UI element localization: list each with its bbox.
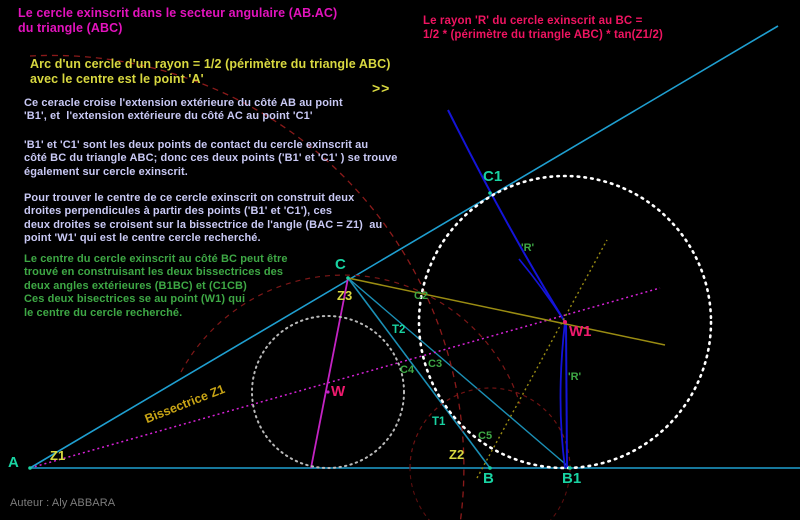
arc-note-line-2: avec le centre est le point 'A' [30,72,204,87]
label-point-C4: C4 [400,364,415,376]
label-point-W: W [331,383,346,400]
circle-incircle-W [251,315,405,469]
para4-line-4: Ces deux bisectrices se au point (W1) qu… [24,293,246,306]
formula-line-2: 1/2 * (périmètre du triangle ABC) * tan(… [423,29,663,42]
segment-radius-upper [518,258,566,323]
para3-line-1: Pour trouver le centre de ce cercle exin… [24,192,355,204]
point-B1-dot [568,466,572,470]
chevron-marker-icon: >> [372,80,391,96]
point-C-dot [346,276,350,280]
para4-line-2: trouvé en construisant les deux bissectr… [24,266,284,279]
paragraph-2: 'B1' et 'C1' sont les deux points de con… [24,139,398,179]
para2-line-2: côté BC du triangle ABC; donc ces deux p… [24,152,398,165]
title-line-1: Le cercle exinscrit dans le secteur angu… [18,6,338,20]
circle-excircle-W1 [417,174,713,470]
para3-line-3: deux droites se croisent sur la bissectr… [24,218,383,231]
formula-line-1: Le rayon 'R' du cercle exinscrit au BC = [423,15,643,27]
page-title: Le cercle exinscrit dans le secteur angu… [18,6,337,37]
point-W1-dot [563,320,567,324]
point-W-dot [326,390,330,394]
label-angle-Z3: Z3 [337,288,353,303]
point-C1-dot [488,191,492,195]
para4-line-5: le centre du cercle recherché. [24,306,183,319]
para2-line-1: 'B1' et 'C1' sont les deux points de con… [24,139,369,151]
arc-note-line-1: Arc d'un cercle d'un rayon = 1/2 (périmè… [30,57,391,71]
point-B-dot [488,466,492,470]
arc-perpendicular-to-B1 [559,321,566,469]
label-point-C3: C3 [428,358,443,370]
para4-line-1: Le centre du cercle exinscrit au côté BC… [24,253,288,265]
line-bissectrice-Z3 [310,277,349,469]
title-line-2: du triangle (ABC) [18,21,123,36]
label-radius-upper: 'R' [521,242,535,254]
para1-line-1: Ce ceracle croise l'extension extérieure… [24,97,343,109]
radius-formula: Le rayon 'R' du cercle exinscrit au BC =… [423,14,663,42]
arc-centered-C [180,274,521,405]
label-angle-Z1: Z1 [50,448,66,463]
paragraph-3: Pour trouver le centre de ce cercle exin… [24,192,382,246]
arc-note: Arc d'un cercle d'un rayon = 1/2 (périmè… [30,57,391,88]
segment-radius-lower [565,321,568,469]
line-side-BC [347,277,491,469]
paragraph-4: Le centre du cercle exinscrit au côté BC… [24,253,288,320]
paragraph-1: Ce ceracle croise l'extension extérieure… [24,97,343,124]
label-point-B: B [483,470,494,487]
label-point-B1: B1 [562,470,582,487]
label-point-W1: W1 [569,323,592,340]
line-bissectrice-Z1 [29,287,661,469]
label-point-C2: C2 [414,290,429,302]
label-point-C: C [335,256,346,273]
label-angle-Z2: Z2 [449,447,465,462]
para2-line-3: également sur cercle exinscrit. [24,165,188,178]
para3-line-2: droites perpendicules à partir des point… [24,205,333,218]
label-point-T1: T1 [432,416,446,428]
line-ray-AC-extended [29,25,779,469]
arc-semi-perimeter-centered-A [29,54,465,520]
label-point-A: A [8,454,19,471]
para4-line-3: deux angles extérieures (B1BC) et (C1CB) [24,279,247,292]
label-point-T2: T2 [392,324,406,336]
line-external-bisector-C [347,277,666,346]
label-radius-lower: 'R' [568,371,582,383]
point-A-dot [28,466,32,470]
para3-line-4: point 'W1' qui est le centre cercle rech… [24,232,261,245]
line-external-bisector-B [476,239,608,479]
para1-line-2: 'B1', et l'extension extérieure du côté … [24,110,313,123]
label-point-C1: C1 [483,168,503,185]
label-point-C5: C5 [478,430,493,442]
arc-perpendicular-from-C1 [447,109,566,323]
author-credit: Auteur : Aly ABBARA [10,497,116,509]
line-C-to-B1 [347,277,571,469]
